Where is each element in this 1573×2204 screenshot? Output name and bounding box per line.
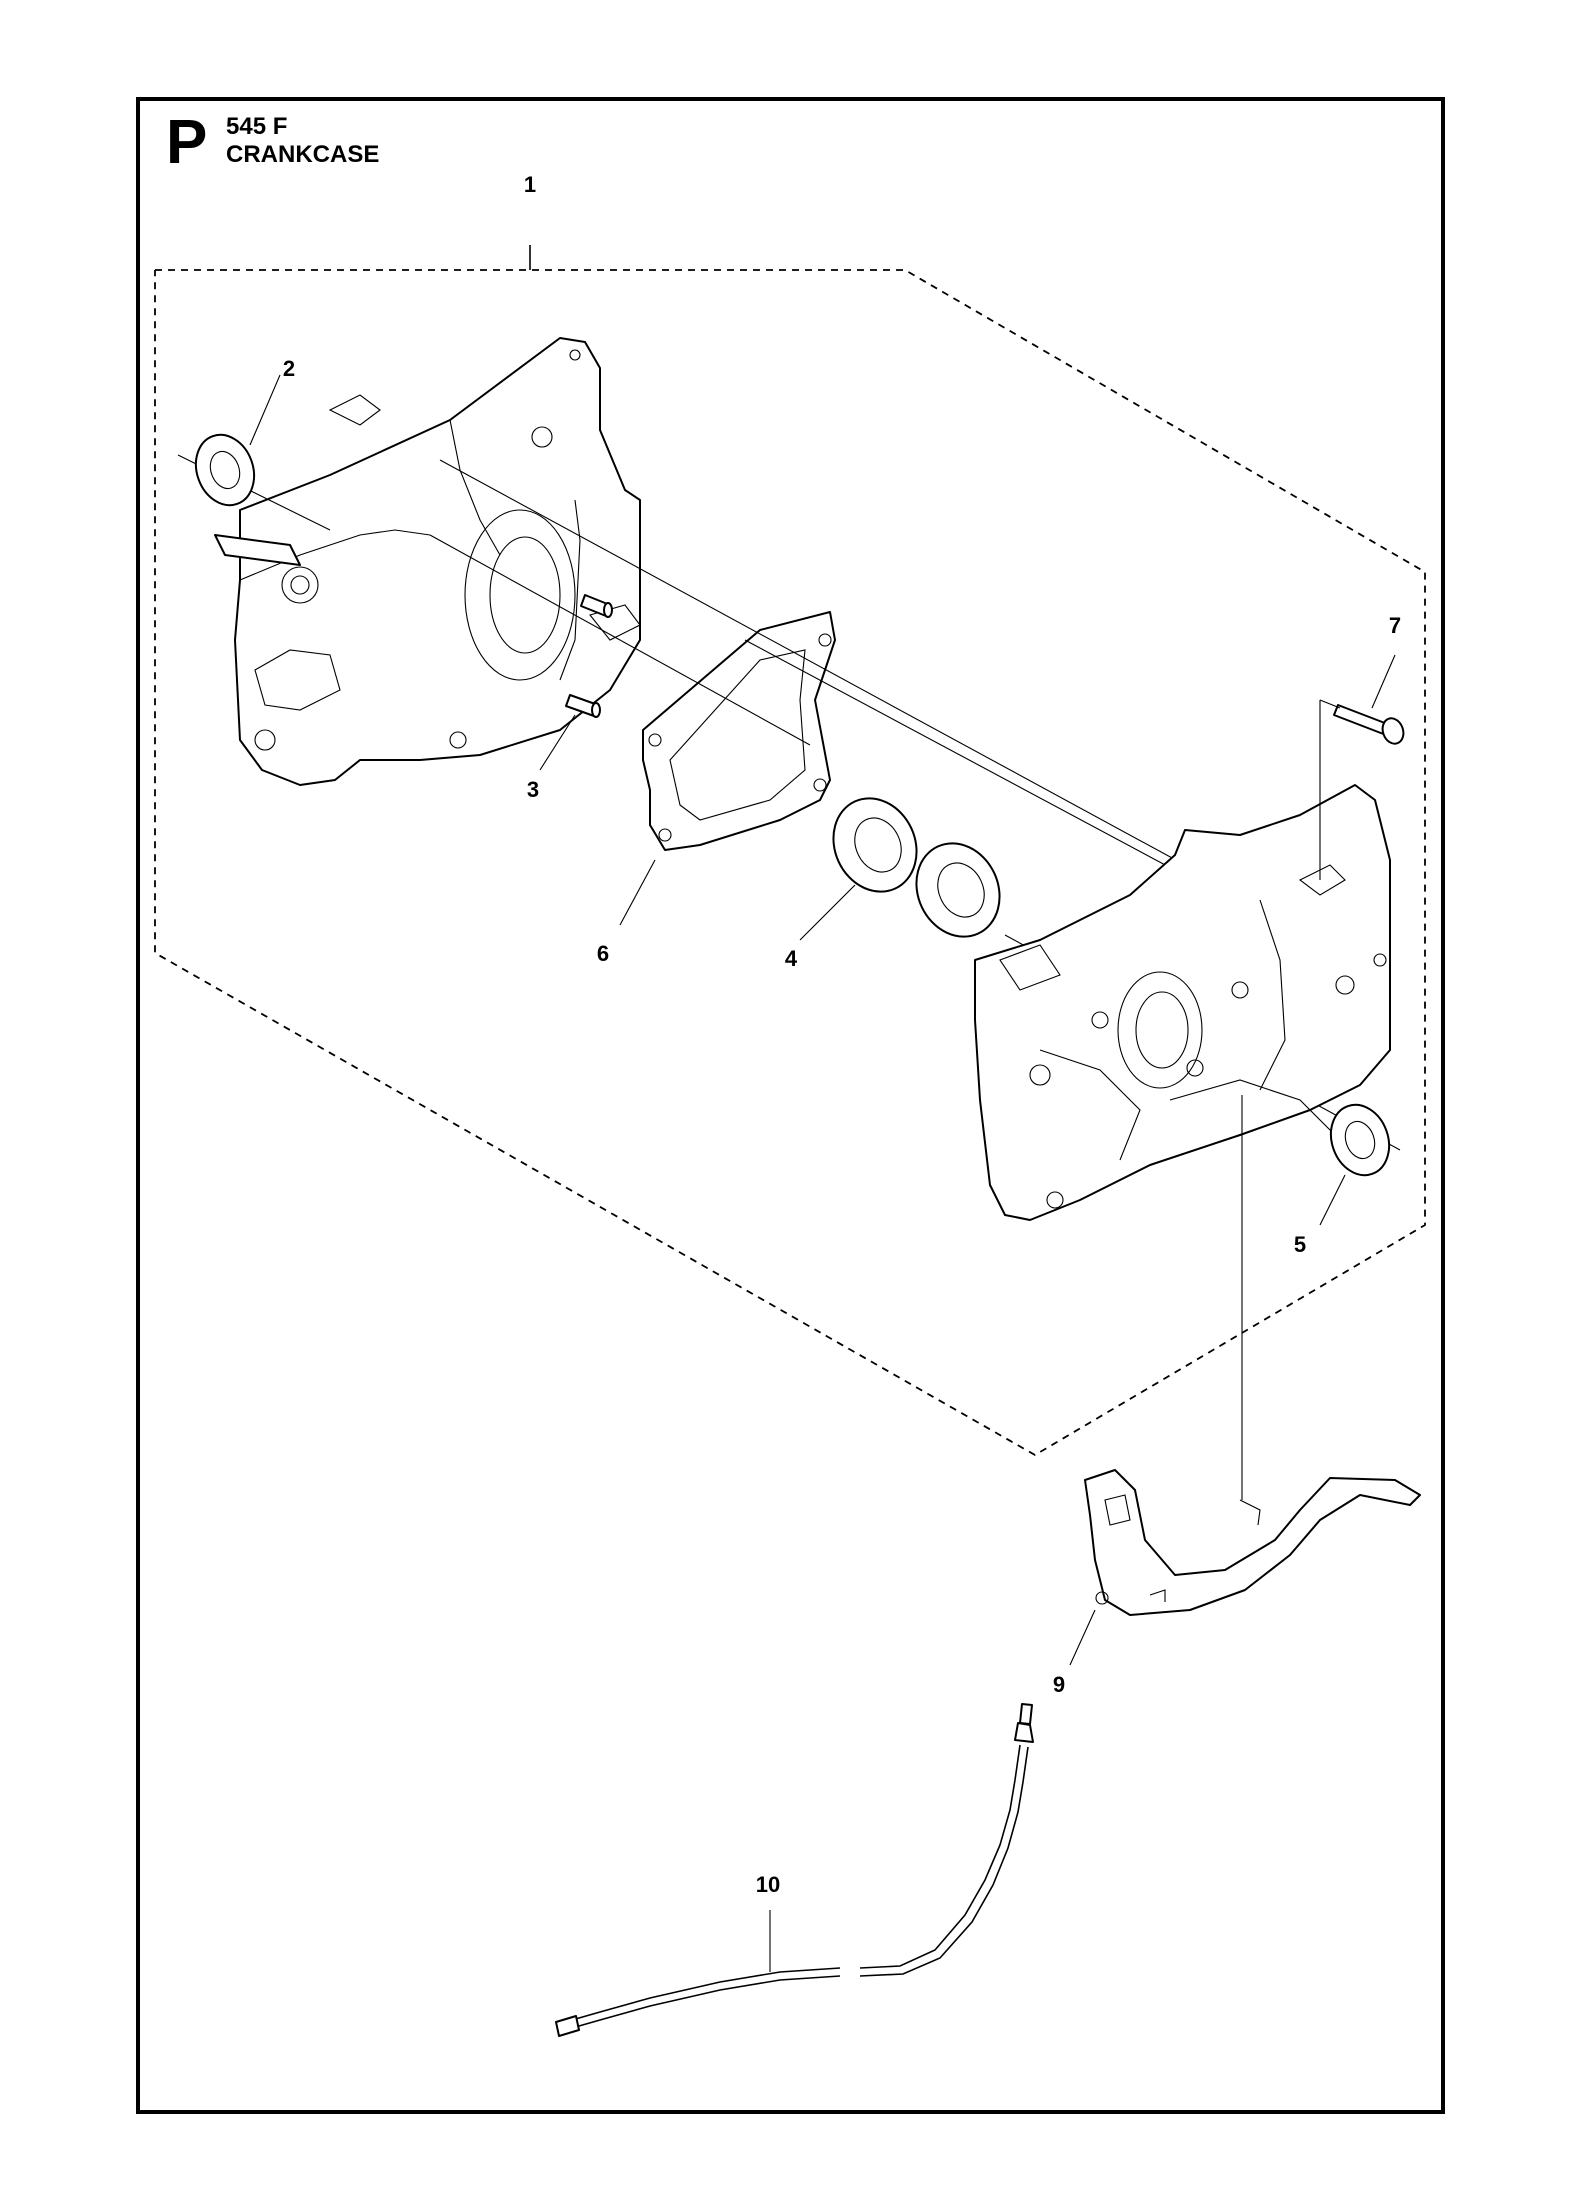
part-10-cable [555, 1703, 1034, 2037]
callout-1: 1 [524, 172, 536, 197]
page-frame [136, 97, 1445, 2114]
part-7-screw [1319, 654, 1405, 880]
part-2-oil-seal-left [177, 374, 331, 531]
callout-5: 5 [1294, 1232, 1306, 1257]
part-3-guide-pins [539, 594, 613, 771]
callout-7: 7 [1389, 613, 1401, 638]
callout-2: 2 [283, 356, 295, 381]
callout-3: 3 [527, 777, 539, 802]
model-label: 545 F [226, 113, 288, 140]
right-crankcase-half [974, 784, 1391, 1221]
part-5-oil-seal-right [1319, 1103, 1391, 1226]
section-letter: P [166, 108, 208, 177]
part-4-ball-bearings [799, 797, 1001, 941]
callout-9: 9 [1053, 1672, 1065, 1697]
callout-labels: 1 2 3 4 5 6 7 9 10 [283, 172, 1401, 1897]
left-crankcase-half [214, 337, 641, 786]
callout-10: 10 [756, 1872, 780, 1897]
assembly-group-boundary [154, 245, 1426, 1457]
part-9-bracket [1069, 1469, 1421, 1666]
part-6-gasket [619, 611, 836, 926]
callout-6: 6 [597, 941, 609, 966]
callout-4: 4 [785, 946, 798, 971]
page-title: CRANKCASE [226, 141, 380, 168]
